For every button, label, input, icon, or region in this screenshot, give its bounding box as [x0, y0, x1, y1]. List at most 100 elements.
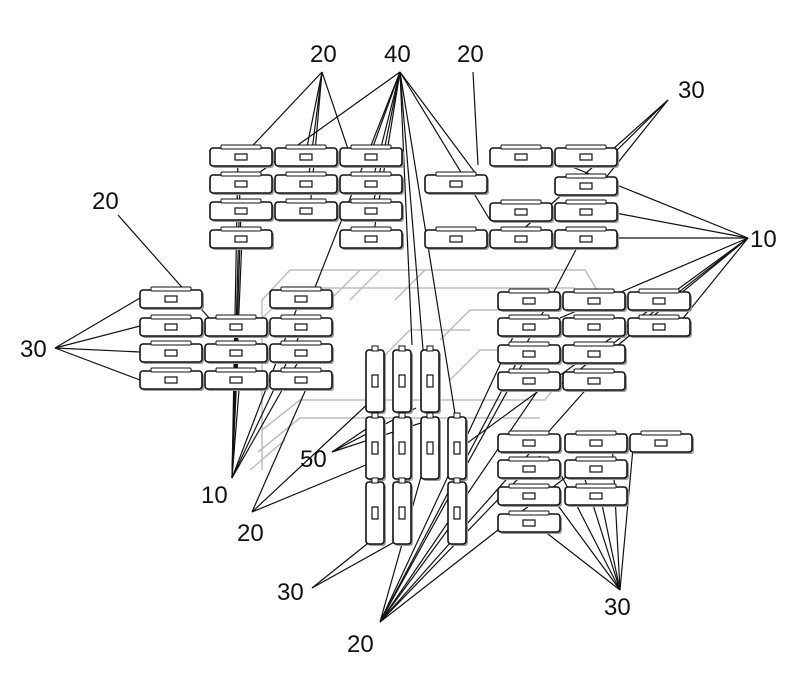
relay-component	[489, 199, 554, 223]
relay-component	[424, 226, 489, 250]
relay-component	[489, 226, 554, 250]
relay-component	[564, 430, 629, 454]
relay-component	[204, 340, 269, 364]
relay-component	[497, 456, 562, 480]
label-bottom-right-30: 30	[604, 594, 631, 621]
leader-line	[241, 71, 323, 158]
leader-line	[54, 297, 141, 349]
leader-line	[379, 384, 591, 623]
leader-line	[399, 71, 483, 183]
leader-line	[554, 462, 621, 591]
fuse-component	[420, 412, 441, 481]
leader-line	[619, 447, 634, 591]
leader-line	[54, 347, 141, 353]
relay-component	[139, 314, 204, 338]
label-top-20-left: 20	[310, 41, 337, 68]
label-bottom-10: 10	[201, 482, 228, 509]
relay-component	[554, 173, 619, 197]
label-bottom-20-center: 20	[347, 631, 374, 658]
relay-component	[562, 341, 627, 365]
leader-line	[547, 491, 621, 591]
housing-outline	[379, 329, 470, 361]
fuse-component	[392, 345, 413, 414]
relay-component	[562, 288, 627, 312]
relay-component	[274, 171, 339, 195]
leader-line	[117, 214, 219, 329]
housing-outline	[249, 439, 286, 471]
relay-component	[269, 367, 334, 391]
relay-component	[209, 226, 274, 250]
relay-component	[562, 314, 627, 338]
label-bottom-30-center: 30	[277, 579, 304, 606]
fuse-component	[392, 477, 413, 546]
leader-line	[599, 99, 669, 186]
relay-component	[564, 456, 629, 480]
leader-line	[251, 399, 373, 513]
relay-component	[339, 198, 404, 222]
relay-component	[489, 144, 554, 168]
label-top-20-right: 20	[457, 41, 484, 68]
relay-component	[269, 340, 334, 364]
relay-component	[139, 367, 204, 391]
fuse-component	[447, 477, 468, 546]
leader-line	[251, 379, 311, 513]
relay-component	[339, 144, 404, 168]
leader-line	[311, 539, 399, 589]
label-bottom-20-left: 20	[237, 520, 264, 547]
fuse-component	[365, 412, 386, 481]
relay-component	[209, 171, 274, 195]
relay-component	[554, 199, 619, 223]
relay-component	[269, 314, 334, 338]
relay-component	[554, 144, 619, 168]
leader-line	[251, 459, 379, 513]
fuse-component	[420, 345, 441, 414]
housing-outline	[329, 269, 426, 301]
relay-component	[139, 286, 204, 310]
relay-component	[497, 368, 562, 392]
relay-component	[564, 483, 629, 507]
housing-outline	[261, 269, 601, 301]
fuse-component	[392, 412, 413, 481]
leader-line	[609, 211, 749, 239]
relay-component	[204, 314, 269, 338]
leader-line	[231, 377, 241, 479]
label-left-20: 20	[92, 188, 119, 215]
leader-line	[54, 325, 141, 349]
relay-component	[627, 288, 692, 312]
relay-component	[204, 367, 269, 391]
leader-line	[304, 71, 323, 158]
leader-line	[311, 539, 373, 589]
relay-component	[497, 341, 562, 365]
relay-component	[274, 144, 339, 168]
relay-component	[562, 368, 627, 392]
relay-component	[339, 226, 404, 250]
relay-component	[627, 314, 692, 338]
leader-line	[399, 71, 413, 346]
relay-component	[139, 340, 204, 364]
relay-component	[339, 171, 404, 195]
label-left-30: 30	[20, 336, 47, 363]
relay-component	[554, 226, 619, 250]
leader-line	[379, 519, 456, 623]
relay-component	[269, 286, 334, 310]
label-top-40: 40	[384, 41, 411, 68]
relay-component	[497, 483, 562, 507]
leader-line	[472, 71, 479, 166]
leader-line	[399, 71, 491, 221]
leader-line	[321, 71, 351, 156]
relay-component	[497, 430, 562, 454]
leader-line	[611, 99, 669, 156]
fuse-component	[365, 345, 386, 414]
fuse-component	[365, 477, 386, 546]
fuse-component	[447, 412, 468, 481]
relay-component	[629, 430, 694, 454]
relay-component	[497, 314, 562, 338]
label-top-right-30: 30	[678, 77, 705, 104]
label-right-10: 10	[750, 226, 777, 253]
leader-line	[599, 494, 621, 591]
relay-component	[209, 198, 274, 222]
relay-component	[209, 144, 274, 168]
relay-component	[497, 288, 562, 312]
label-center-50: 50	[300, 446, 327, 473]
